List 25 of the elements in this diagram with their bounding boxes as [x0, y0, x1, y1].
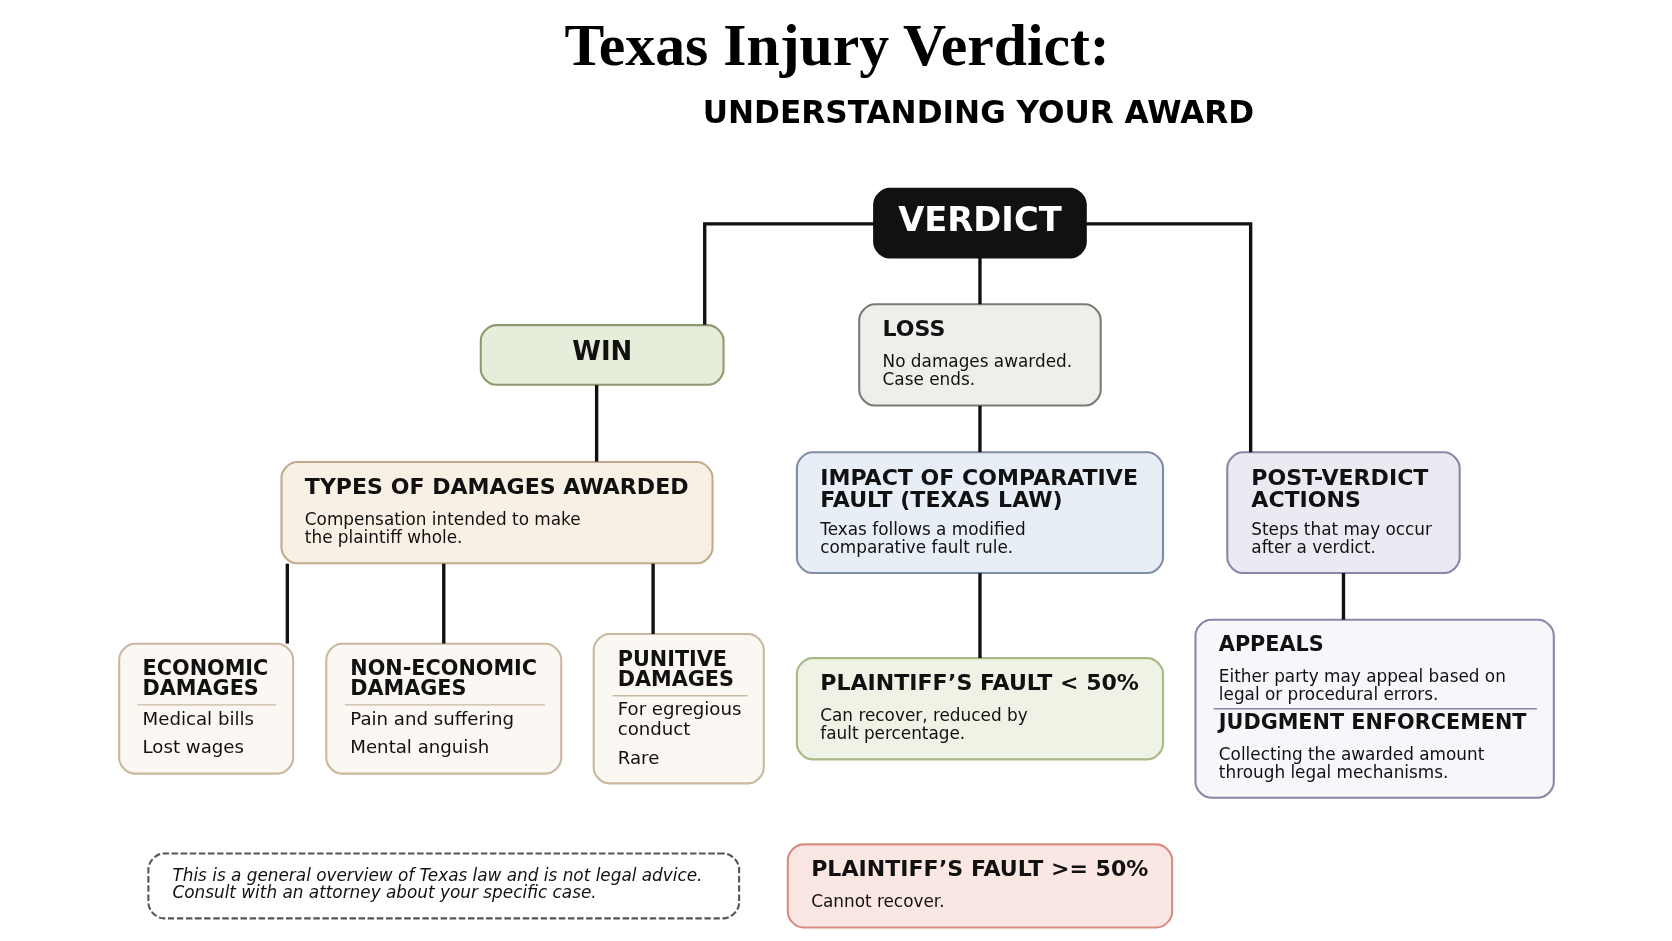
node-box: WIN	[479, 324, 725, 386]
node-box: PLAINTIFF’S FAULT < 50% Can recover, reduced by fault percentage.	[795, 657, 1164, 761]
connector	[594, 385, 598, 462]
diagram-title: Texas Injury Verdict:	[564, 12, 1110, 79]
node-box: This is a general overview of Texas law and is not legal advice. Consult with an attorney about your specific case.	[146, 852, 740, 920]
label: UNDERSTANDING YOUR AWARD	[702, 93, 1254, 130]
connector	[1341, 573, 1345, 620]
connector	[650, 563, 655, 634]
connector	[702, 222, 874, 325]
connector	[1085, 222, 1252, 453]
connector	[977, 257, 982, 305]
connector	[285, 563, 289, 644]
node-box: ECONOMIC DAMAGES Medical bills Lost wages	[117, 642, 294, 775]
node-box: PUNITIVE DAMAGES For egregious conduct Rare	[592, 633, 765, 785]
node-box: PLAINTIFF’S FAULT >= 50% Cannot recover.	[786, 843, 1173, 929]
node-box: LOSS No damages awarded. Case ends.	[857, 303, 1102, 407]
node-box: APPEALS Either party may appeal based on legal or procedural errors. JUDGMENT ENFORCEMENT Collecting the awarded amount through legal mechanisms.	[1193, 618, 1555, 799]
connector	[977, 573, 982, 659]
connector	[441, 563, 445, 644]
node-box: POST-VERDICT ACTIONS Steps that may occur after a verdict.	[1225, 451, 1461, 575]
connector	[977, 405, 982, 453]
node-box: TYPES OF DAMAGES AWARDED Compensation intended to make the plaintiff whole.	[279, 461, 714, 565]
node-box: IMPACT OF COMPARATIVE FAULT (TEXAS LAW) Texas follows a modified comparative fault rule.	[795, 451, 1164, 575]
node-box: VERDICT	[872, 187, 1087, 259]
node-box: NON-ECONOMIC DAMAGES Pain and suffering Mental anguish	[324, 642, 562, 775]
